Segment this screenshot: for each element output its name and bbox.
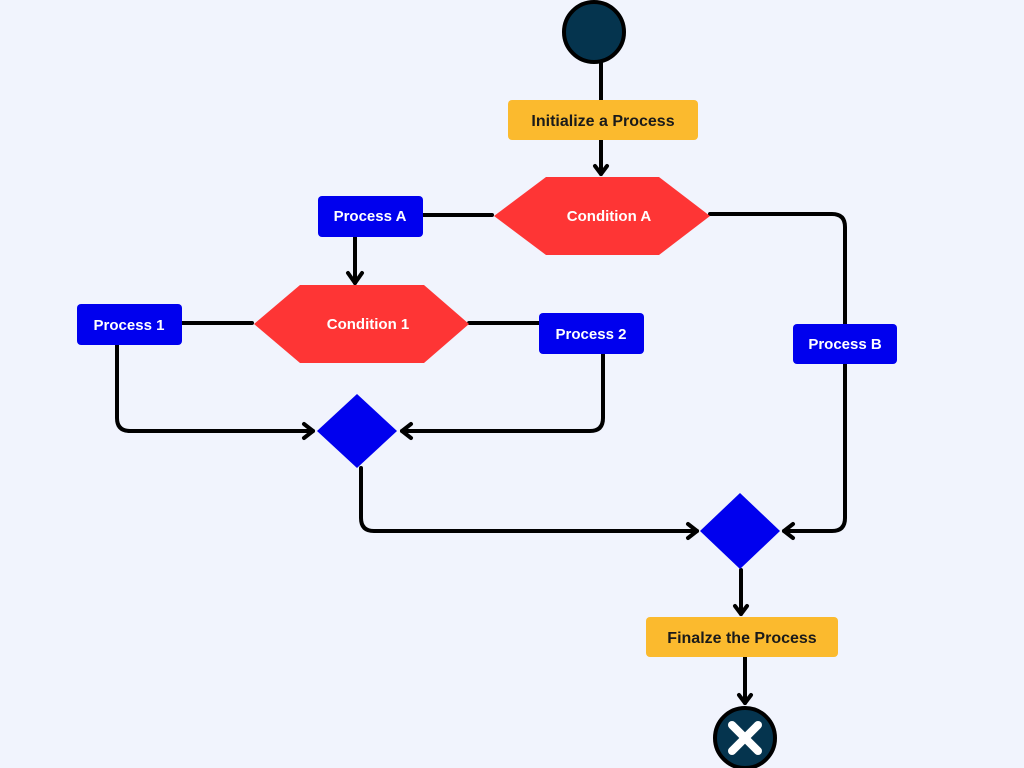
initialize-process-node: Initialize a Process	[508, 100, 698, 140]
condition-1-label: Condition 1	[327, 316, 410, 333]
process-2-node: Process 2	[539, 313, 644, 354]
arrowhead-merge-2-left	[686, 522, 699, 540]
merge-node-2	[700, 493, 780, 569]
process-1-label: Process 1	[94, 317, 165, 334]
process-2-label: Process 2	[556, 326, 627, 343]
arrowhead-merge-2-right	[782, 522, 795, 540]
arrowhead-condition-1	[346, 271, 364, 285]
process-a-label: Process A	[334, 208, 407, 225]
edge-merge-1-merge-2	[359, 466, 699, 533]
edge-process-2-merge-1	[400, 352, 605, 433]
start-node	[562, 0, 626, 64]
process-b-label: Process B	[808, 336, 882, 353]
initialize-process-label: Initialize a Process	[531, 113, 674, 130]
merge-node-1	[317, 394, 397, 468]
finalize-process-label: Finalze the Process	[667, 630, 816, 647]
end-node	[713, 706, 777, 768]
arrowhead-merge-1-right	[400, 422, 413, 440]
edge-process-b-merge-2	[782, 362, 847, 533]
arrowhead-finalize	[733, 604, 749, 616]
finalize-process-node: Finalze the Process	[646, 617, 838, 657]
condition-a-node: Condition A	[494, 177, 710, 255]
process-b-node: Process B	[793, 324, 897, 364]
process-1-node: Process 1	[77, 304, 182, 345]
condition-a-label: Condition A	[567, 208, 652, 225]
condition-1-node: Condition 1	[254, 285, 469, 363]
arrowhead-condition-a	[593, 164, 609, 176]
process-a-node: Process A	[318, 196, 423, 237]
x-icon	[728, 721, 762, 755]
arrowhead-merge-1-left	[302, 422, 315, 440]
edge-condition-a-process-b	[708, 212, 847, 326]
connectors	[115, 60, 847, 705]
edge-process-1-merge-1	[115, 343, 315, 433]
arrowhead-end	[737, 693, 753, 705]
